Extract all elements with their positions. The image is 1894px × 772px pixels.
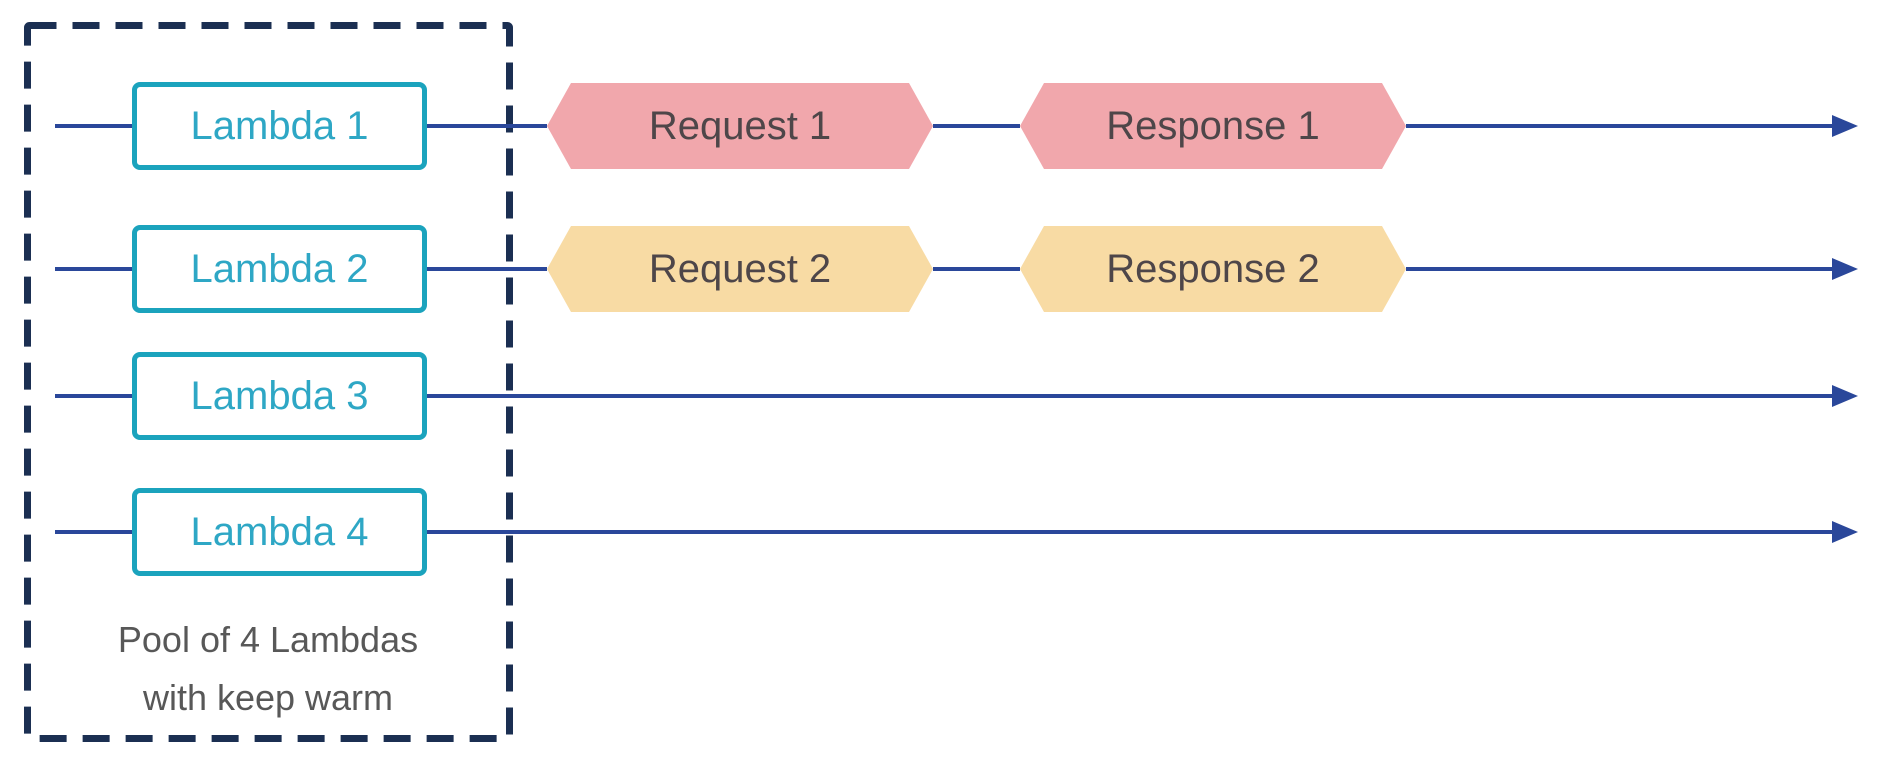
lambda-2-box: Lambda 2 xyxy=(132,225,427,313)
lambda-3-box: Lambda 3 xyxy=(132,352,427,440)
flow-line-row2-to-request xyxy=(427,267,547,271)
response-1-label: Response 1 xyxy=(1106,103,1320,148)
lambda-4-box: Lambda 4 xyxy=(132,488,427,576)
arrow-right-icon xyxy=(1832,521,1858,543)
flow-line-row1-between-shapes xyxy=(933,124,1020,128)
flow-line-row1-left-stub xyxy=(55,124,132,128)
flow-line-row3-left-stub xyxy=(55,394,132,398)
arrow-right-icon xyxy=(1832,115,1858,137)
response-2-shape: Response 2 xyxy=(1020,226,1406,312)
request-1-shape: Request 1 xyxy=(547,83,933,169)
lambda-1-label: Lambda 1 xyxy=(190,103,369,148)
request-2-shape: Request 2 xyxy=(547,226,933,312)
pool-label: Pool of 4 Lambdas with keep warm xyxy=(27,611,509,727)
flow-line-row3-tail xyxy=(427,394,1834,398)
flow-line-row2-between-shapes xyxy=(933,267,1020,271)
response-1-shape: Response 1 xyxy=(1020,83,1406,169)
pool-label-line2: with keep warm xyxy=(142,677,394,718)
flow-line-row2-left-stub xyxy=(55,267,132,271)
lambda-4-label: Lambda 4 xyxy=(190,509,369,554)
lambda-1-box: Lambda 1 xyxy=(132,82,427,170)
pool-label-line1: Pool of 4 Lambdas xyxy=(117,619,419,660)
arrow-right-icon xyxy=(1832,258,1858,280)
flow-line-row2-tail xyxy=(1406,267,1834,271)
request-2-label: Request 2 xyxy=(648,246,832,291)
flow-line-row1-to-request xyxy=(427,124,547,128)
lambda-2-label: Lambda 2 xyxy=(190,246,369,291)
lambda-3-label: Lambda 3 xyxy=(190,373,369,418)
response-2-label: Response 2 xyxy=(1106,246,1320,291)
flow-line-row4-left-stub xyxy=(55,530,132,534)
request-1-label: Request 1 xyxy=(648,103,832,148)
pool-dashed-border xyxy=(24,22,513,742)
flow-line-row1-tail xyxy=(1406,124,1834,128)
arrow-right-icon xyxy=(1832,385,1858,407)
flow-line-row4-tail xyxy=(427,530,1834,534)
